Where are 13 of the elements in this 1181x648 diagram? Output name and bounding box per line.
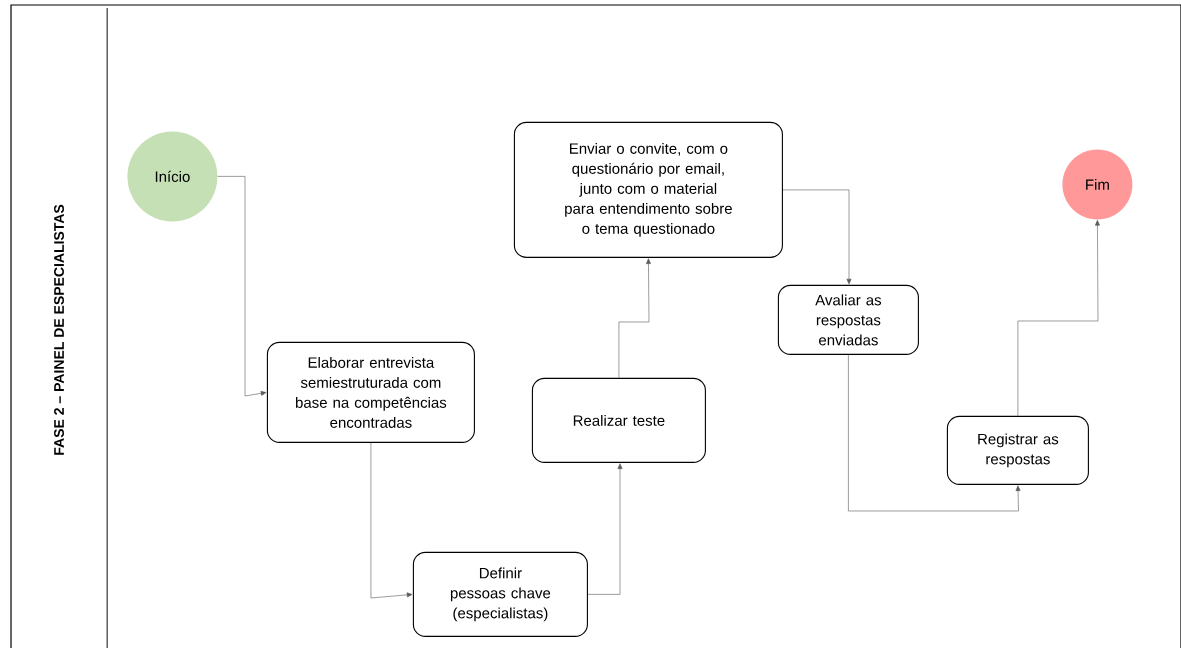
- arrow: [587, 463, 623, 595]
- arrow: [217, 176, 267, 397]
- arrow: [782, 189, 852, 285]
- arrow: [1017, 220, 1100, 417]
- arrow: [618, 258, 651, 379]
- arrow: [848, 354, 1021, 512]
- process-box: Avaliar as respostas enviadas: [777, 284, 919, 355]
- arrow: [370, 442, 413, 599]
- process-box: Elaborar entrevista semiestruturada com base na competências encontradas: [266, 341, 475, 443]
- process-box: Registrar as respostas: [946, 415, 1089, 485]
- process-box: Enviar o convite, com o questionário por email, junto com o material para entendimento sobre o tema questionado: [513, 121, 783, 258]
- process-box: Definir pessoas chave (especialistas): [412, 551, 588, 637]
- process-box: Realizar teste: [531, 377, 706, 463]
